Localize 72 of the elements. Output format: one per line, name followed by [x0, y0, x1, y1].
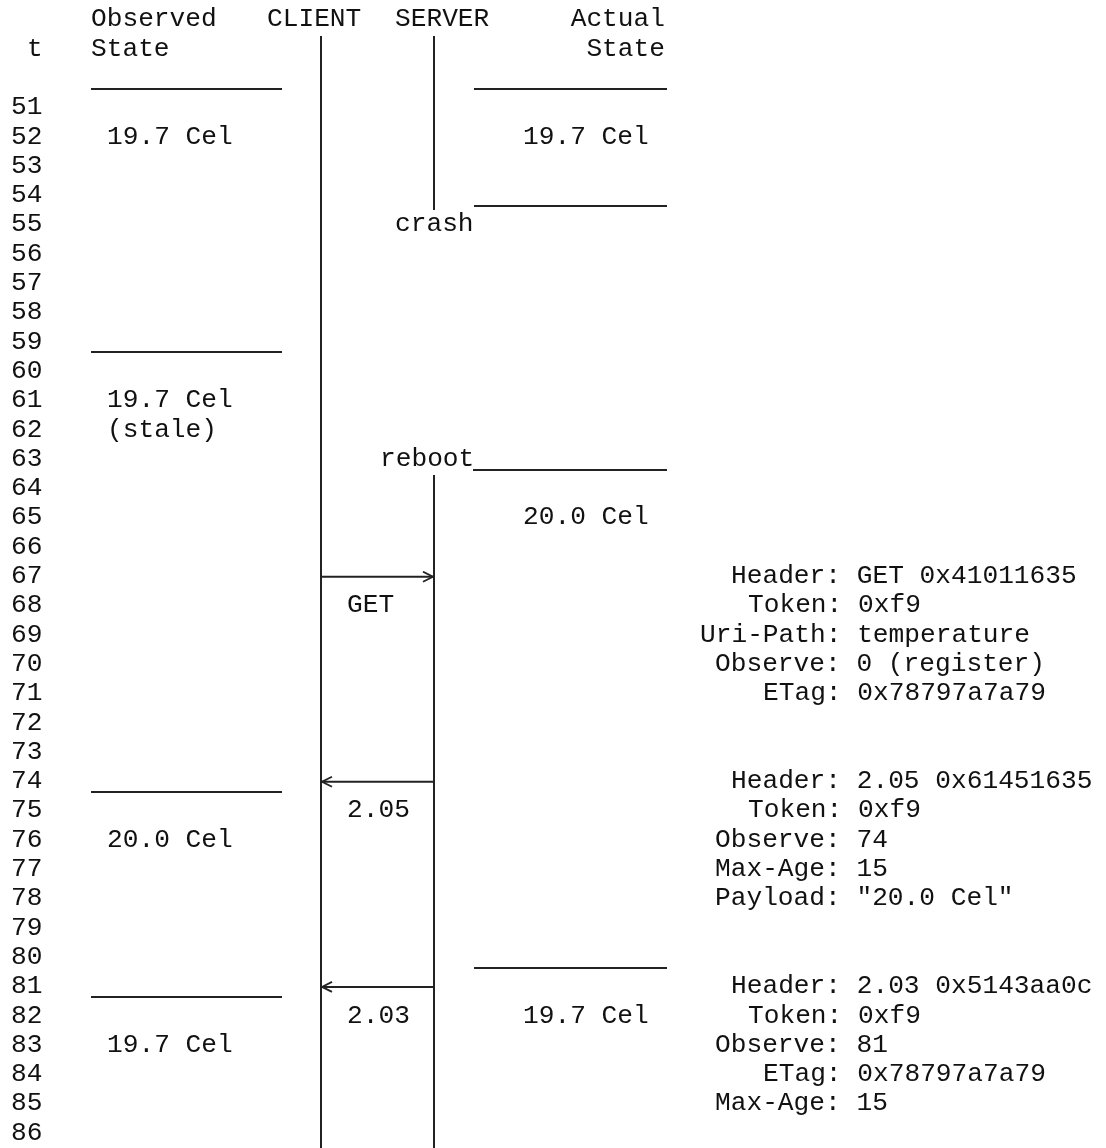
lifeline: [433, 36, 435, 210]
time-label: 79: [11, 913, 43, 943]
time-label: 52: [11, 122, 43, 152]
option-line: ETag: 0x78797a7a79: [763, 1060, 1046, 1090]
time-label: t: [27, 34, 43, 64]
time-label: 62: [11, 415, 43, 445]
time-label: 76: [11, 825, 43, 856]
option-line: Token: 0xf9: [748, 796, 921, 826]
option-line: Payload: "20.0 Cel": [715, 884, 1014, 914]
state-value: (stale): [107, 415, 217, 445]
option-line: Header: 2.05 0x61451635: [731, 767, 1093, 797]
time-label: 51: [11, 93, 43, 123]
option-line: Observe: 81: [715, 1030, 888, 1061]
time-label: 68: [11, 591, 43, 621]
option-line: Token: 0xf9: [748, 591, 921, 621]
time-label: 57: [11, 269, 43, 299]
time-label: 82: [11, 1001, 43, 1031]
time-label: 66: [11, 532, 43, 563]
column-header: CLIENT: [267, 5, 362, 35]
message-arrow: [321, 981, 434, 993]
column-header: SERVER: [395, 5, 490, 35]
time-label: 86: [11, 1118, 43, 1148]
time-label: 84: [11, 1060, 43, 1090]
time-label: 58: [11, 298, 43, 328]
time-label: 61: [11, 386, 43, 416]
time-label: 74: [11, 767, 43, 797]
time-label: 70: [11, 649, 43, 680]
state-value: 20.0 Cel: [523, 503, 649, 533]
lifeline: [433, 475, 435, 1148]
column-header: Actual State: [569, 5, 665, 64]
time-label: 73: [11, 737, 43, 768]
time-label: 83: [11, 1030, 43, 1061]
state-value: 19.7 Cel: [523, 122, 649, 152]
option-line: Observe: 74: [715, 825, 888, 856]
time-label: 81: [11, 972, 43, 1002]
time-label: 75: [11, 796, 43, 826]
time-label: 80: [11, 942, 43, 973]
time-label: 85: [11, 1089, 43, 1119]
time-label: 56: [11, 239, 43, 270]
option-line: Header: 2.03 0x5143aa0c: [731, 972, 1093, 1002]
option-line: Uri-Path: temperature: [700, 620, 1031, 650]
lifeline: [320, 36, 322, 1148]
time-label: 67: [11, 562, 43, 592]
option-line: Max-Age: 15: [715, 855, 888, 885]
state-value: 20.0 Cel: [107, 825, 233, 856]
time-label: 77: [11, 855, 43, 885]
time-label: 53: [11, 151, 43, 182]
time-label: 60: [11, 356, 43, 387]
time-label: 54: [11, 181, 43, 211]
time-label: 59: [11, 327, 43, 357]
message-arrow: [321, 570, 434, 583]
time-label: 65: [11, 503, 43, 533]
option-line: Max-Age: 15: [715, 1089, 888, 1119]
state-value: 19.7 Cel: [107, 122, 233, 152]
state-value: 19.7 Cel: [523, 1001, 649, 1031]
column-header: Observed State: [91, 5, 218, 64]
event-label: reboot: [380, 444, 475, 475]
option-line: ETag: 0x78797a7a79: [763, 679, 1046, 709]
time-label: 64: [11, 474, 43, 504]
state-value: 19.7 Cel: [107, 1030, 233, 1061]
time-label: 55: [11, 210, 43, 240]
state-value: 19.7 Cel: [107, 386, 233, 416]
time-label: 72: [11, 708, 43, 738]
message-arrow: [321, 775, 434, 788]
option-line: Header: GET 0x41011635: [731, 562, 1077, 592]
option-line: Token: 0xf9: [748, 1001, 921, 1031]
time-label: 78: [11, 884, 43, 914]
time-label: 71: [11, 679, 43, 709]
option-line: Observe: 0 (register): [715, 649, 1046, 680]
time-label: 69: [11, 620, 43, 650]
event-label: crash: [395, 210, 474, 240]
time-label: 63: [11, 444, 43, 475]
